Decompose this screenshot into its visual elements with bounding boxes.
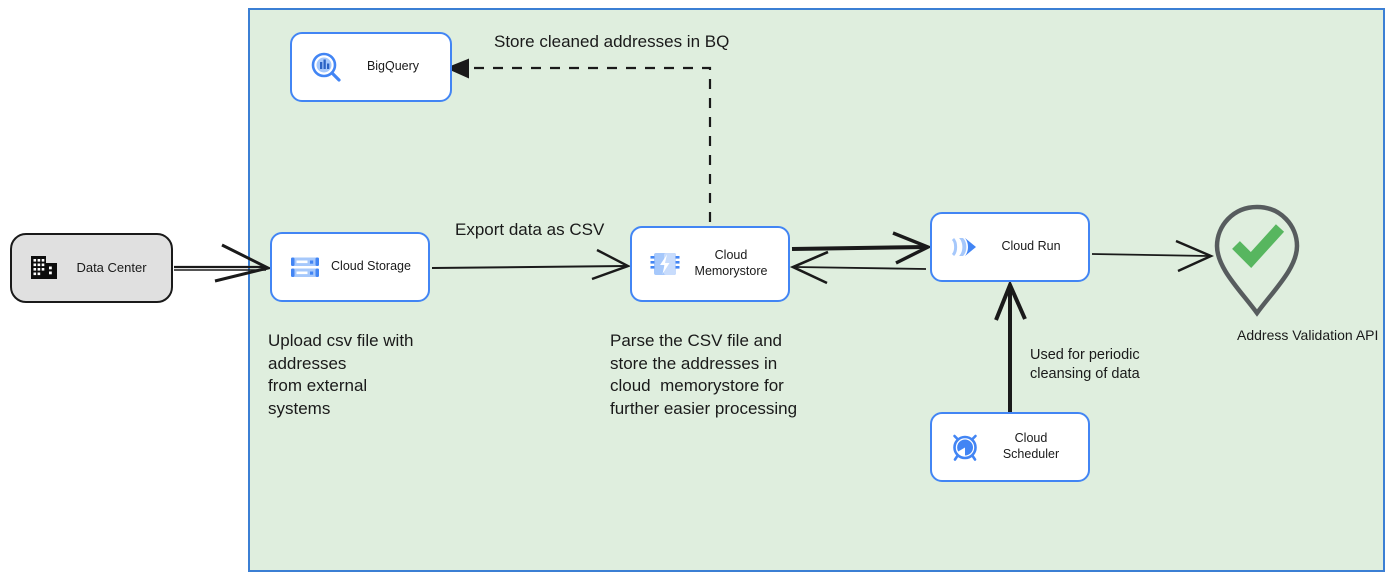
node-label-address-validation-api: Address Validation API [1237, 327, 1379, 343]
node-label: BigQuery [366, 59, 420, 74]
edge-label-export-csv: Export data as CSV [455, 220, 605, 239]
node-label: Cloud Scheduler [1002, 431, 1060, 461]
node-label: Cloud Run [1001, 239, 1061, 254]
node-cloud-storage[interactable]: Cloud Storage [270, 232, 430, 302]
google-cloud-boundary [248, 8, 1385, 572]
node-bigquery[interactable]: BigQuery [290, 32, 452, 102]
building-icon [28, 252, 60, 284]
annotation-upload: Upload csv file with addresses from exte… [268, 331, 414, 418]
cloud-storage-icon [288, 250, 322, 284]
cloud-memorystore-icon [648, 247, 682, 281]
bigquery-icon [308, 49, 344, 85]
edge-label-store-in-bq: Store cleaned addresses in BQ [494, 32, 730, 51]
annotation-parse: Parse the CSV file and store the address… [610, 331, 798, 418]
node-datacenter[interactable]: Data Center [10, 233, 173, 303]
node-cloud-scheduler[interactable]: Cloud Scheduler [930, 412, 1090, 482]
cloud-run-icon [948, 230, 982, 264]
node-cloud-memorystore[interactable]: Cloud Memorystore [630, 226, 790, 302]
node-label: Cloud Storage [331, 259, 411, 274]
cloud-scheduler-icon [948, 430, 982, 464]
node-label: Data Center [76, 259, 147, 275]
node-cloud-run[interactable]: Cloud Run [930, 212, 1090, 282]
node-label: Cloud Memorystore [694, 248, 768, 278]
edge-label-periodic-cleansing: Used for periodic cleansing of data [1030, 347, 1140, 383]
